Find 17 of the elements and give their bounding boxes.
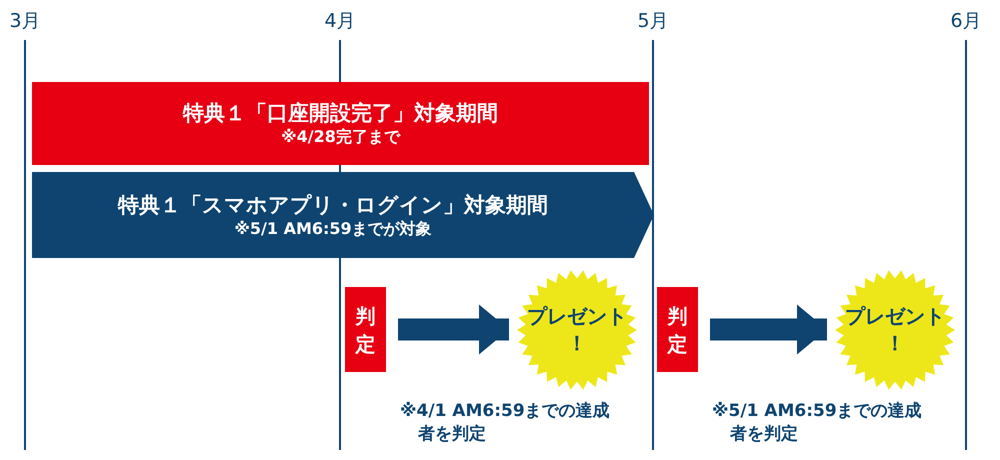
month-label: 4月: [323, 9, 357, 34]
note-text: ※4/1 AM6:59までの達成者を判定: [400, 400, 610, 446]
month-label: 6月: [949, 9, 983, 34]
judgement-tag: 判定: [345, 287, 386, 372]
month-label: 3月: [8, 9, 42, 34]
arrow: [398, 304, 509, 354]
bar-title: 特典１「スマホアプリ・ログイン」対象期間: [116, 192, 549, 218]
badge-text: プレゼント！: [844, 303, 946, 357]
arrow: [710, 304, 827, 354]
note-text: ※5/1 AM6:59までの達成者を判定: [712, 400, 922, 446]
bar-note: ※4/28完了まで: [280, 127, 402, 148]
badge-text: プレゼント！: [526, 303, 628, 357]
month-label: 5月: [636, 9, 670, 34]
bar-note: ※5/1 AM6:59までが対象: [233, 218, 433, 240]
period-bar: [32, 82, 649, 165]
bar-title: 特典１「口座開設完了」対象期間: [182, 100, 499, 127]
judgement-tag: 判定: [657, 287, 698, 372]
